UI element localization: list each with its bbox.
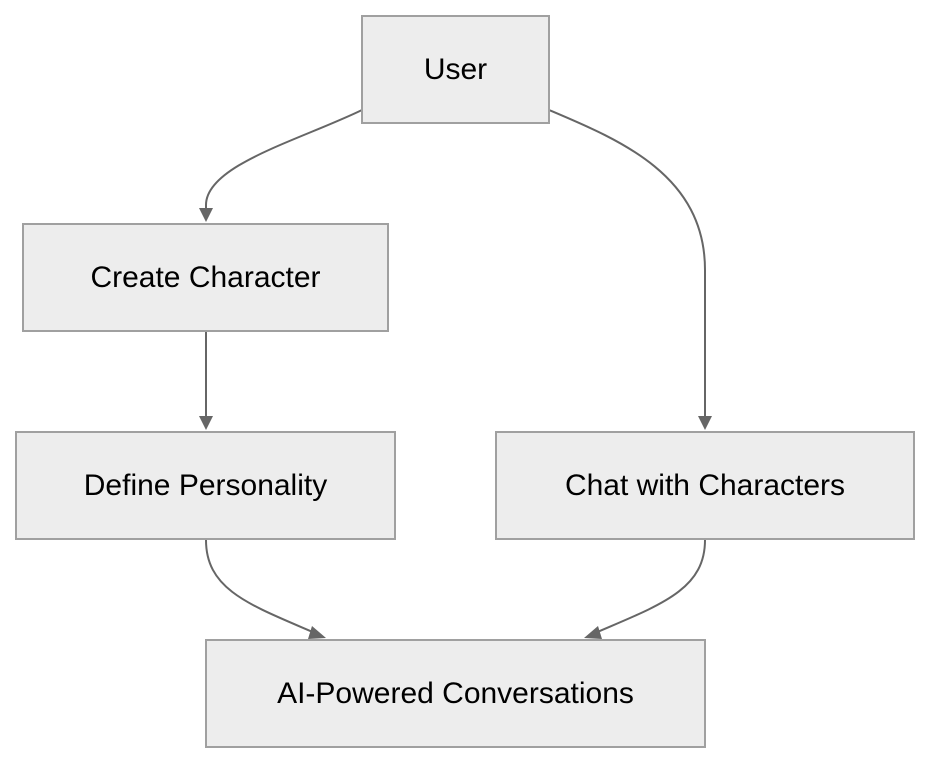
node-user-label: User	[423, 52, 488, 86]
node-ai-powered-conversations: AI-Powered Conversations	[205, 639, 706, 748]
arrowhead-chat-with-characters	[698, 416, 712, 430]
arrowhead-ai-powered-conversations-right	[584, 626, 602, 639]
node-define-personality-label: Define Personality	[83, 468, 328, 502]
node-create-character: Create Character	[22, 223, 389, 332]
edge-chat-with-characters-to-ai-powered-conversations	[594, 539, 706, 634]
edge-user-to-chat-with-characters	[548, 109, 706, 425]
edge-define-personality-to-ai-powered-conversations	[205, 539, 316, 634]
node-user: User	[361, 15, 550, 124]
node-chat-with-characters: Chat with Characters	[495, 431, 915, 540]
node-create-character-label: Create Character	[90, 260, 321, 294]
arrowhead-define-personality	[199, 416, 213, 430]
arrowhead-create-character	[199, 208, 213, 222]
node-define-personality: Define Personality	[15, 431, 396, 540]
edge-user-to-create-character	[205, 109, 363, 220]
node-ai-powered-conversations-label: AI-Powered Conversations	[277, 676, 634, 710]
arrowhead-ai-powered-conversations-left	[308, 626, 326, 639]
node-chat-with-characters-label: Chat with Characters	[564, 468, 846, 502]
